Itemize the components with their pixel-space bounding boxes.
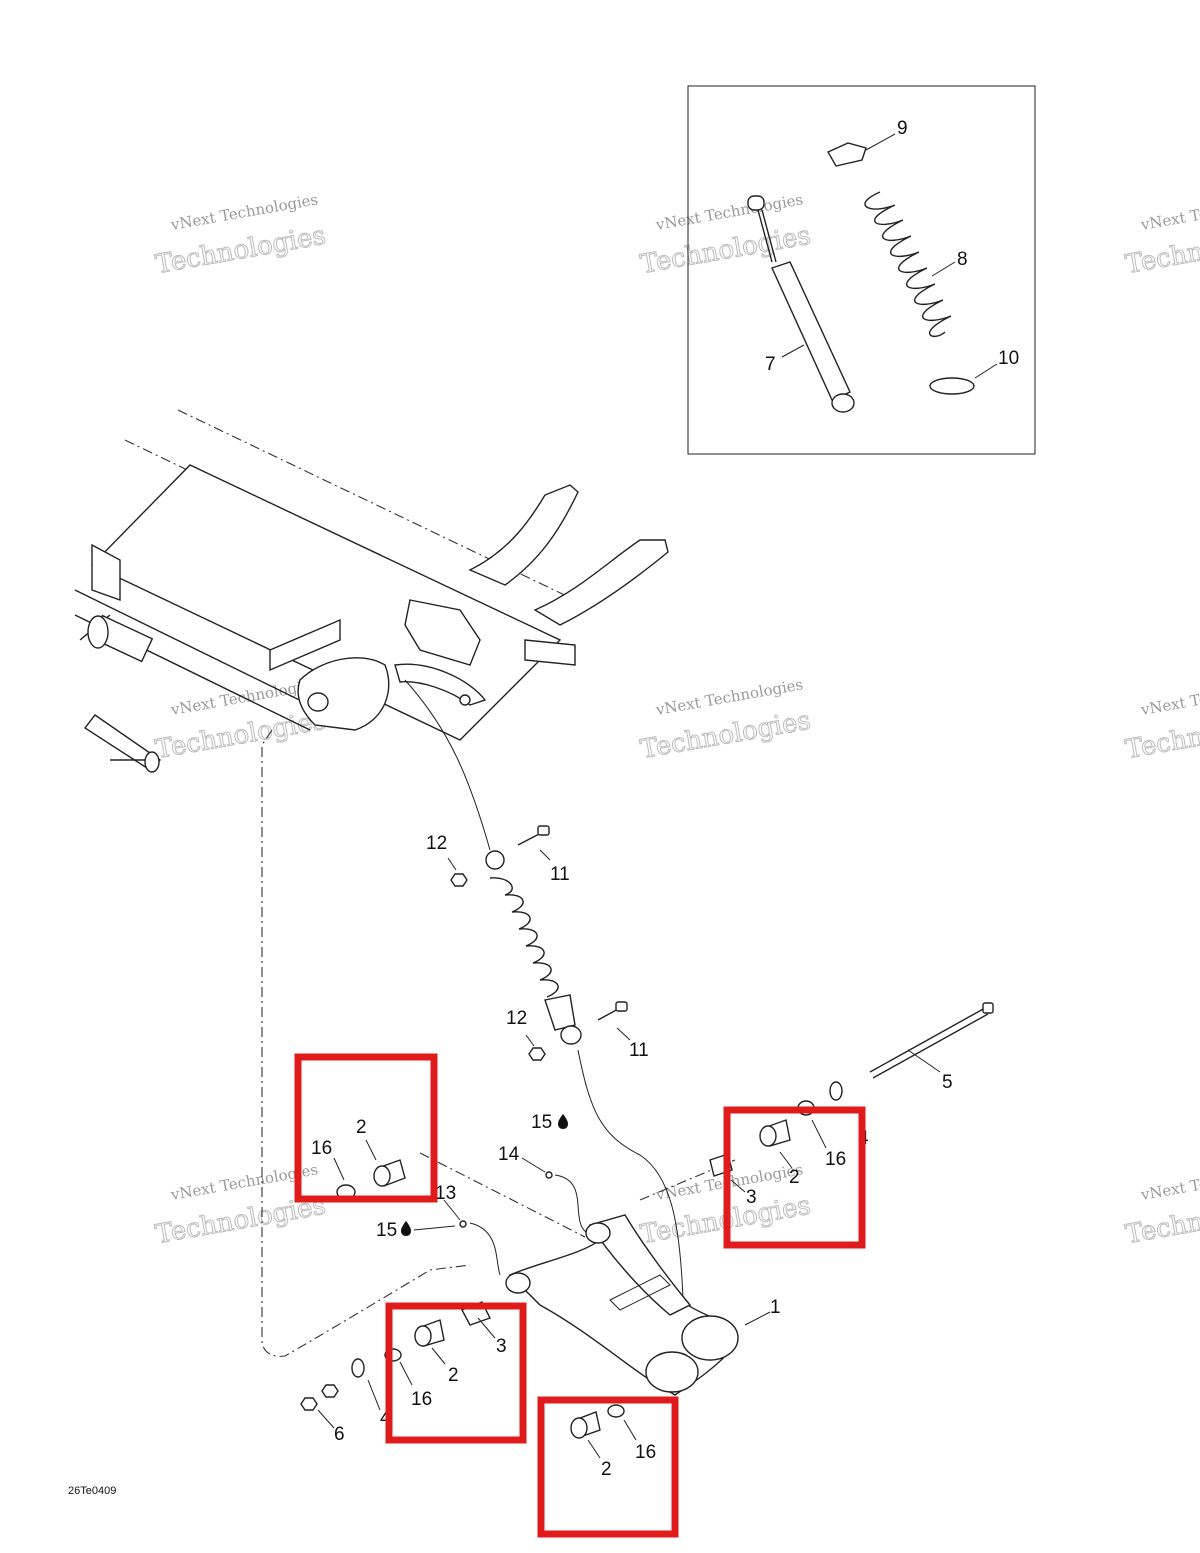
watermark: vNext Technologies Technologies xyxy=(638,675,814,765)
watermark: vNext Technologies Technologies xyxy=(1123,675,1200,765)
callout-6: 6 xyxy=(334,1424,345,1445)
highlight-box xyxy=(385,1302,527,1444)
callout-10: 10 xyxy=(998,348,1019,369)
callout-16: 16 xyxy=(635,1442,656,1463)
bushing-parts xyxy=(300,1100,827,1459)
highlight-box xyxy=(723,1106,866,1249)
figure-reference: 26Te0409 xyxy=(68,1485,116,1497)
highlight-box xyxy=(537,1396,679,1538)
swing-arm xyxy=(505,1214,771,1396)
grease-drop-icon xyxy=(558,1114,568,1129)
lower-retainer-part xyxy=(929,377,975,395)
callout-11: 11 xyxy=(550,864,570,885)
callout-16: 16 xyxy=(825,1149,846,1170)
shock-inset xyxy=(687,85,1036,455)
callout-11: 11 xyxy=(629,1040,649,1061)
callout-5: 5 xyxy=(942,1072,953,1093)
callout-15: 15 xyxy=(376,1220,397,1241)
callout-2: 2 xyxy=(448,1365,459,1386)
watermark-text: vNext Technologies xyxy=(1139,1160,1200,1204)
callout-16: 16 xyxy=(311,1138,332,1159)
callout-3: 3 xyxy=(746,1187,757,1208)
watermark: vNext Technologies Technologies xyxy=(153,190,329,280)
inset-frame xyxy=(687,85,1036,455)
callout-8: 8 xyxy=(957,249,968,270)
callout-3: 3 xyxy=(496,1336,507,1357)
callout-16: 16 xyxy=(411,1389,432,1410)
watermark-group: vNext Technologies Technologies vNext Te… xyxy=(153,190,1200,1250)
callout-2: 2 xyxy=(601,1459,612,1480)
watermark: vNext Technologies Technologies xyxy=(1123,1160,1200,1250)
highlight-box xyxy=(294,1053,438,1203)
callout-7: 7 xyxy=(765,354,776,375)
watermark: vNext Technologies Technologies xyxy=(1123,190,1200,280)
spring-retainer-part xyxy=(827,142,867,167)
coil-spring-part xyxy=(864,191,952,337)
highlight-boxes xyxy=(294,1053,866,1538)
shock-assembly xyxy=(447,825,631,1061)
callout-1: 1 xyxy=(770,1297,781,1318)
watermark-text: vNext Technologies xyxy=(1139,675,1200,719)
callout-14: 14 xyxy=(498,1144,520,1165)
watermark-text: vNext Technologies xyxy=(1139,190,1200,234)
through-bolt xyxy=(829,1002,994,1101)
callout-12: 12 xyxy=(426,833,447,854)
callout-2: 2 xyxy=(789,1167,800,1188)
callout-12: 12 xyxy=(506,1008,527,1029)
callout-2: 2 xyxy=(356,1117,367,1138)
vehicle-frame xyxy=(74,409,669,773)
assembly-lines xyxy=(261,679,736,1357)
callout-9: 9 xyxy=(897,118,908,139)
callout-15: 15 xyxy=(531,1112,552,1133)
shock-body-part xyxy=(747,195,855,413)
callout-13: 13 xyxy=(435,1183,456,1204)
grease-drop-icon xyxy=(401,1221,411,1236)
